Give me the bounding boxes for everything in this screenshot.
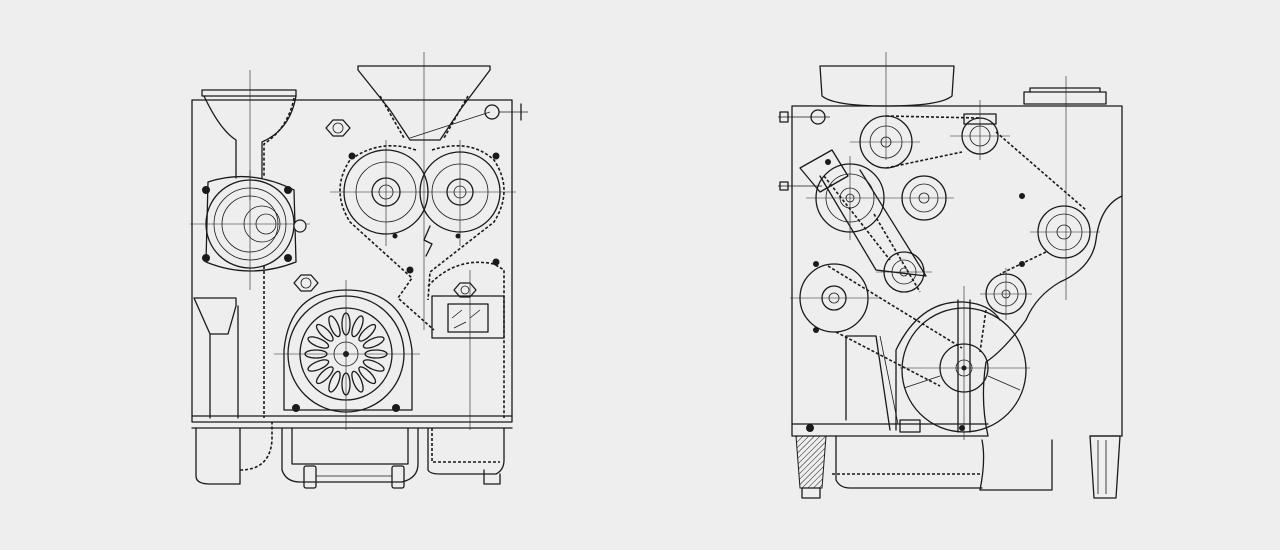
drive-belts (823, 115, 1087, 387)
fan-blade (328, 370, 341, 393)
adjust-bolts (778, 109, 830, 191)
pulleys (790, 156, 1100, 333)
fan-blade (351, 315, 364, 338)
fan-blade (358, 323, 377, 342)
left-drum (190, 170, 310, 290)
fan-blade (307, 359, 330, 372)
fan-blade (307, 336, 330, 349)
top-pulley (850, 100, 1010, 169)
fan-blade (315, 366, 334, 385)
fan-blade (351, 370, 364, 393)
twin-rollers (330, 140, 516, 331)
side-frame-outline (791, 105, 1123, 437)
fan-motor (274, 280, 420, 430)
tension-arm (799, 149, 927, 277)
fan-blade (362, 359, 385, 372)
fan-blade (328, 315, 341, 338)
side-legs (795, 424, 1121, 499)
side-hoppers (819, 52, 1107, 300)
fan-blade (362, 336, 385, 349)
base-stand (281, 427, 501, 489)
inlet-funnel (201, 70, 297, 200)
hex-nuts (293, 119, 477, 298)
fan-blade (358, 366, 377, 385)
fan-blade (315, 323, 334, 342)
top-hopper (357, 52, 528, 330)
discharge-box (427, 261, 505, 475)
front-section-view (190, 52, 528, 489)
side-belt-drive-view (778, 52, 1123, 499)
side-chute (845, 335, 899, 431)
frame-outline (191, 99, 513, 429)
flywheel (895, 286, 1030, 440)
left-chute (193, 266, 273, 485)
